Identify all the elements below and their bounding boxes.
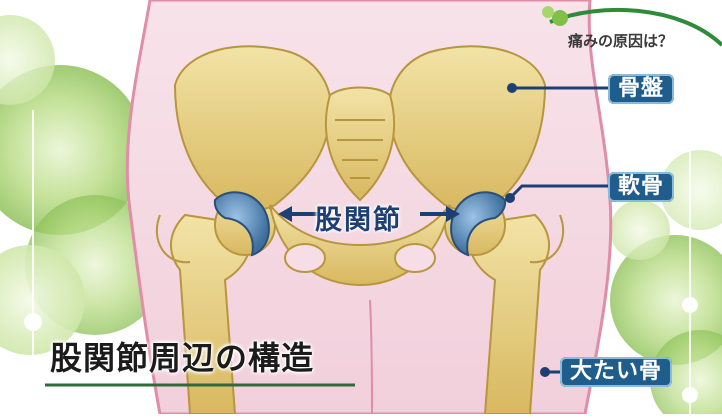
pelvis-callout: 骨盤 bbox=[608, 74, 674, 104]
diagram-title: 股関節周辺の構造 bbox=[50, 333, 314, 379]
femur-callout: 大たい骨 bbox=[560, 357, 672, 387]
cartilage-callout: 軟骨 bbox=[608, 172, 674, 202]
header-question: 痛みの原因は？ bbox=[568, 30, 673, 51]
hip-joint-label: 股関節 bbox=[315, 198, 402, 237]
